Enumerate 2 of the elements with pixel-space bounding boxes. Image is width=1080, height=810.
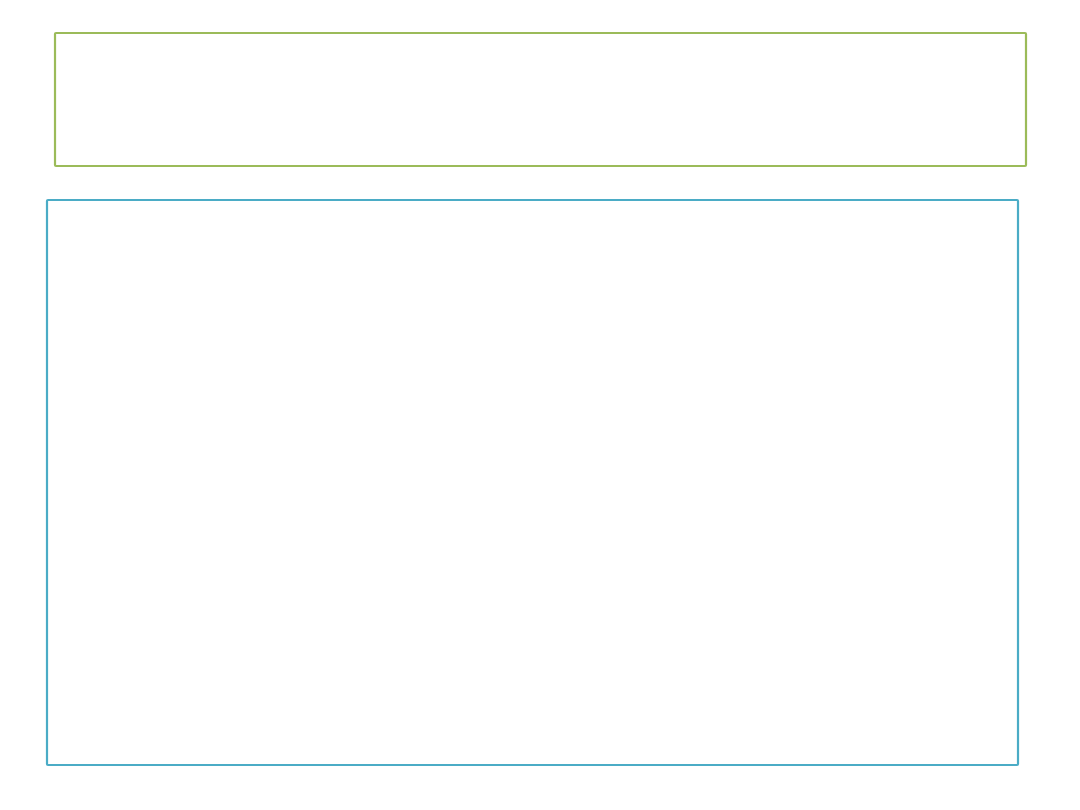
empty-box bbox=[45, 198, 1020, 767]
empty-box bbox=[53, 31, 1028, 168]
